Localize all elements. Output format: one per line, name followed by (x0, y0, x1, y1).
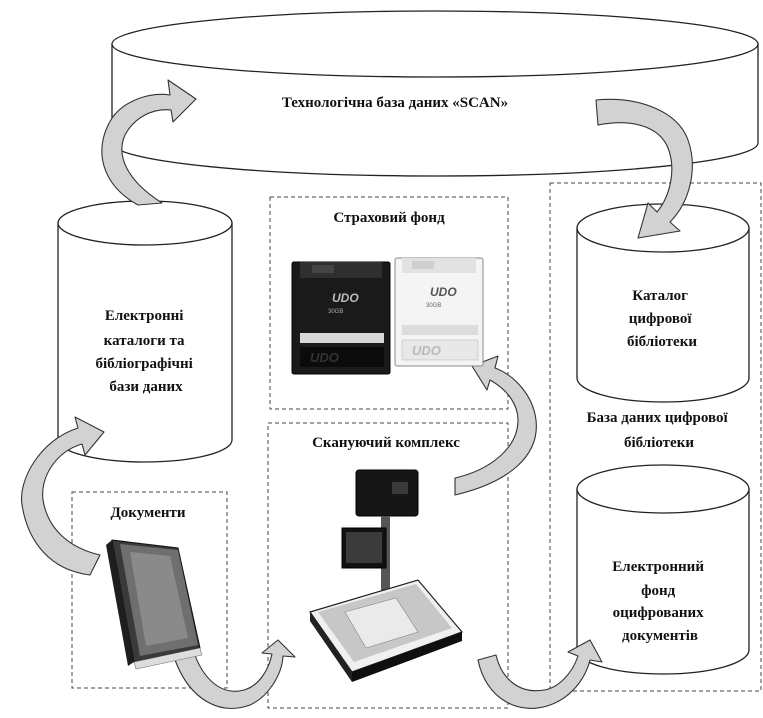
e-fund-cylinder (576, 464, 750, 675)
tech-db-label: Технологічна база даних «SCAN» (282, 95, 508, 111)
scan-complex-region (267, 422, 509, 709)
svg-text:UDO: UDO (430, 285, 457, 299)
digital-library-db-region (549, 182, 762, 692)
arrow-scanner-to-fund (454, 355, 537, 496)
svg-text:30GB: 30GB (426, 303, 441, 309)
svg-text:30GB: 30GB (328, 309, 343, 315)
udo-disk-black-icon: UDO 30GB UDO (291, 261, 391, 375)
documents-label: Документи (110, 505, 185, 521)
svg-text:UDO: UDO (412, 343, 441, 358)
arrow-documents-to-scanner (174, 639, 296, 709)
svg-text:UDO: UDO (332, 291, 359, 305)
arrow-documents-to-catalogs (20, 416, 105, 576)
insurance-fund-label: Страховий фонд (333, 210, 445, 226)
e-fund-label: Електронний фонд оцифрованих документів (612, 559, 707, 644)
arrow-catalogs-to-techdb (101, 79, 197, 206)
scan-complex-label: Скануючий комплекс (312, 435, 460, 451)
tech-db-cylinder (111, 10, 759, 177)
arrow-techdb-to-catalog (595, 98, 693, 239)
svg-text:UDO: UDO (310, 350, 339, 365)
e-catalogs-label: Електронні каталоги та бібліографічні ба… (95, 308, 196, 395)
scanner-device-icon (309, 469, 464, 682)
book-icon (106, 539, 203, 670)
insurance-fund-region (269, 196, 509, 410)
documents-region (71, 491, 228, 689)
udo-disk-white-icon: UDO 30GB UDO (394, 257, 484, 367)
catalog-digital-label: Каталог цифрової бібліотеки (627, 288, 697, 350)
e-catalogs-cylinder (57, 200, 233, 463)
db-digital-label: База даних цифрової бібліотеки (587, 410, 732, 451)
arrow-scanner-to-efund (477, 639, 603, 709)
